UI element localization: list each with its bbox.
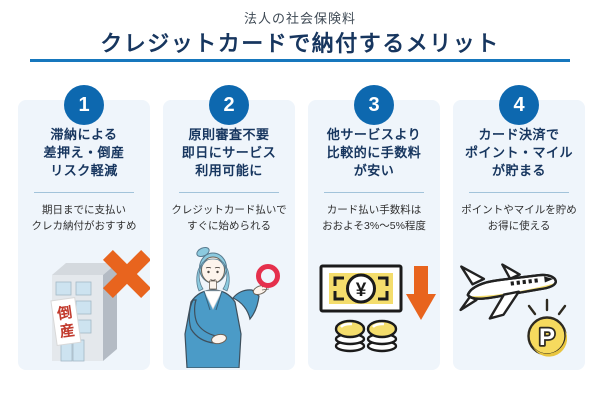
card-divider-4 — [469, 191, 569, 193]
bankruptcy-sign-char-1: 倒 — [55, 303, 73, 323]
businessperson-icon — [184, 246, 270, 368]
card-body-4: カード決済で ポイント・マイル が貯まる ポイントやマイルを貯め お得に使える — [453, 100, 585, 370]
bankruptcy-sign-char-2: 産 — [59, 321, 76, 341]
card-desc-3: カード払い手数料は おおよそ3%〜5%程度 — [322, 203, 426, 232]
card-desc-2: クレジットカード払いで すぐに始められる — [171, 203, 287, 232]
card-title-4: カード決済で ポイント・マイル が貯まる — [464, 127, 573, 179]
card-divider-3 — [324, 191, 424, 193]
benefit-card-2: 2 原則審査不要 即日にサービス 利用可能に クレジットカード払いで すぐに始め… — [163, 85, 295, 370]
ok-circle-icon — [256, 264, 280, 288]
benefit-card-1: 1 滞納による 差押え・倒産 リスク軽減 期日までに支払い クレカ納付がおすすめ — [18, 85, 150, 370]
page-title: クレジットカードで納付するメリット — [100, 31, 500, 56]
title-underline — [30, 59, 570, 62]
number-badge-4: 4 — [499, 85, 539, 125]
sparkle-icon — [527, 298, 567, 316]
down-arrow-icon — [406, 266, 436, 320]
card-body-1: 滞納による 差押え・倒産 リスク軽減 期日までに支払い クレカ納付がおすすめ — [18, 100, 150, 370]
point-coin-icon: P — [527, 316, 568, 357]
x-mark-icon — [102, 249, 150, 299]
card-desc-1: 期日までに支払い クレカ納付がおすすめ — [31, 203, 137, 232]
airplane-icon — [459, 263, 557, 320]
card-title-2: 原則審査不要 即日にサービス 利用可能に — [181, 127, 277, 179]
bankruptcy-building-with-x-icon: 倒 産 — [50, 249, 150, 362]
card-desc-4: ポイントやマイルを貯め お得に使える — [461, 203, 577, 232]
card-divider-1 — [34, 191, 134, 193]
coin-stack-icon — [334, 319, 398, 353]
benefit-card-3: 3 他サービスより 比較的に手数料 が安い カード払い手数料は おおよそ3%〜5… — [308, 85, 440, 370]
number-badge-1: 1 — [64, 85, 104, 125]
number-badge-3: 3 — [354, 85, 394, 125]
benefit-card-4: 4 カード決済で ポイント・マイル が貯まる ポイントやマイルを貯め お得に使え… — [453, 85, 585, 370]
point-letter: P — [539, 324, 555, 351]
bankruptcy-sign: 倒 産 — [50, 296, 82, 347]
card-title-1: 滞納による 差押え・倒産 リスク軽減 — [43, 127, 125, 179]
card-body-2: 原則審査不要 即日にサービス 利用可能に クレジットカード払いで すぐに始められ… — [163, 100, 295, 370]
card-body-3: 他サービスより 比較的に手数料 が安い カード払い手数料は おおよそ3%〜5%程… — [308, 100, 440, 370]
card-title-3: 他サービスより 比較的に手数料 が安い — [326, 127, 422, 179]
yen-banknote-icon: ¥ — [319, 264, 403, 313]
airplane-point-coin-icon: P — [459, 263, 568, 357]
yen-bill-coins-down-arrow-icon: ¥ — [319, 264, 436, 353]
number-badge-2: 2 — [209, 85, 249, 125]
yen-symbol: ¥ — [356, 280, 367, 301]
card-divider-2 — [179, 191, 279, 193]
businessperson-with-ok-circle-icon — [184, 246, 280, 368]
header-category: 法人の社会保険料 — [243, 11, 356, 26]
